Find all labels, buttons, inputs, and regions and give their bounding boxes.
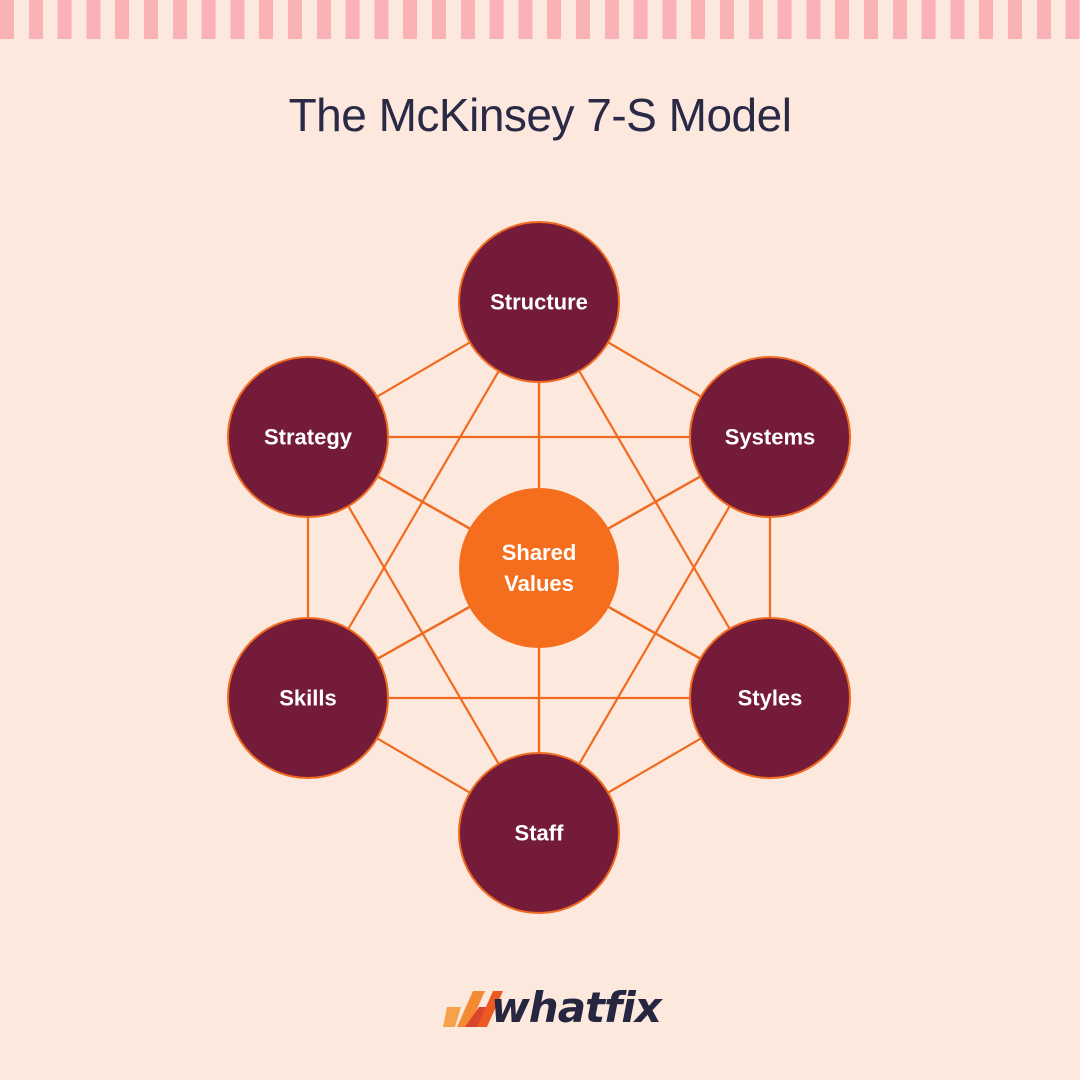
circle-skills	[227, 617, 389, 779]
whatfix-logo: whatfix	[443, 983, 662, 1035]
node-skills: Skills	[279, 685, 337, 711]
node-staff: Staff	[514, 820, 564, 846]
circle-structure	[458, 221, 620, 383]
node-shared-values: Shared Values	[459, 537, 619, 599]
page-title: The McKinsey 7-S Model	[288, 89, 792, 141]
decorative-stripe-band	[0, 0, 1080, 39]
circle-systems	[689, 356, 851, 518]
circle-staff	[458, 752, 620, 914]
node-shared-values-line1: Shared	[501, 540, 577, 565]
node-styles: Styles	[737, 685, 803, 711]
circle-strategy	[227, 356, 389, 518]
circle-shared_values	[459, 488, 619, 648]
circle-styles	[689, 617, 851, 779]
node-systems: Systems	[724, 424, 816, 450]
whatfix-wordmark: whatfix	[491, 983, 662, 1032]
node-shared-values-line2: Values	[504, 571, 574, 596]
whatfix-logo-mark-icon	[443, 991, 503, 1027]
node-structure: Structure	[490, 289, 588, 315]
node-strategy: Strategy	[263, 424, 353, 450]
node-circles	[227, 221, 851, 914]
